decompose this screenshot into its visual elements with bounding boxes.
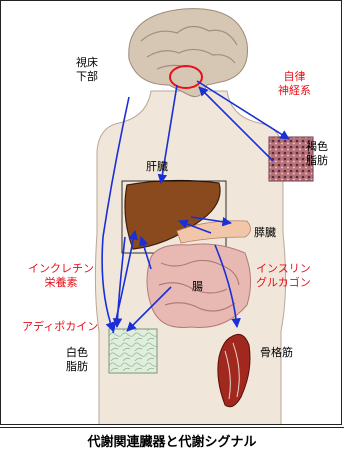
label-insulin-line: インスリン: [256, 262, 311, 276]
label-autonomic-nerve: 自律 神経系: [278, 70, 311, 98]
label-liver: 肝臓: [146, 160, 168, 174]
label-intestine: 腸: [192, 280, 203, 294]
label-white-fat-line1: 白色: [66, 346, 88, 360]
label-brown-fat-line2: 脂肪: [306, 154, 328, 168]
label-brown-fat: 褐色 脂肪: [306, 140, 328, 168]
label-hypothalamus-line2: 下部: [76, 70, 98, 84]
label-hypothalamus-line1: 視床: [76, 56, 98, 70]
label-adiponectin: アディポカイン: [22, 320, 98, 334]
label-white-fat: 白色 脂肪: [66, 346, 88, 374]
label-incretin-line1: インクレチン: [28, 262, 94, 276]
label-brown-fat-line1: 褐色: [306, 140, 328, 154]
label-pancreas: 膵臓: [254, 226, 276, 240]
label-skeletal-muscle: 骨格筋: [260, 346, 293, 360]
label-insulin-glucagon: インスリン グルカゴン: [256, 262, 311, 290]
brain-icon: [129, 9, 248, 97]
white-fat-image: [109, 329, 157, 373]
label-autonomic-nerve-line2: 神経系: [278, 84, 311, 98]
anatomy-figure: [1, 1, 341, 424]
label-white-fat-line2: 脂肪: [66, 360, 88, 374]
label-autonomic-nerve-line1: 自律: [278, 70, 311, 84]
label-hypothalamus: 視床 下部: [76, 56, 98, 84]
figure-caption: 代謝関連臓器と代謝シグナル: [0, 427, 344, 459]
label-incretin: インクレチン 栄養素: [28, 262, 94, 290]
label-glucagon-line: グルカゴン: [256, 276, 311, 290]
label-incretin-line2: 栄養素: [28, 276, 94, 290]
